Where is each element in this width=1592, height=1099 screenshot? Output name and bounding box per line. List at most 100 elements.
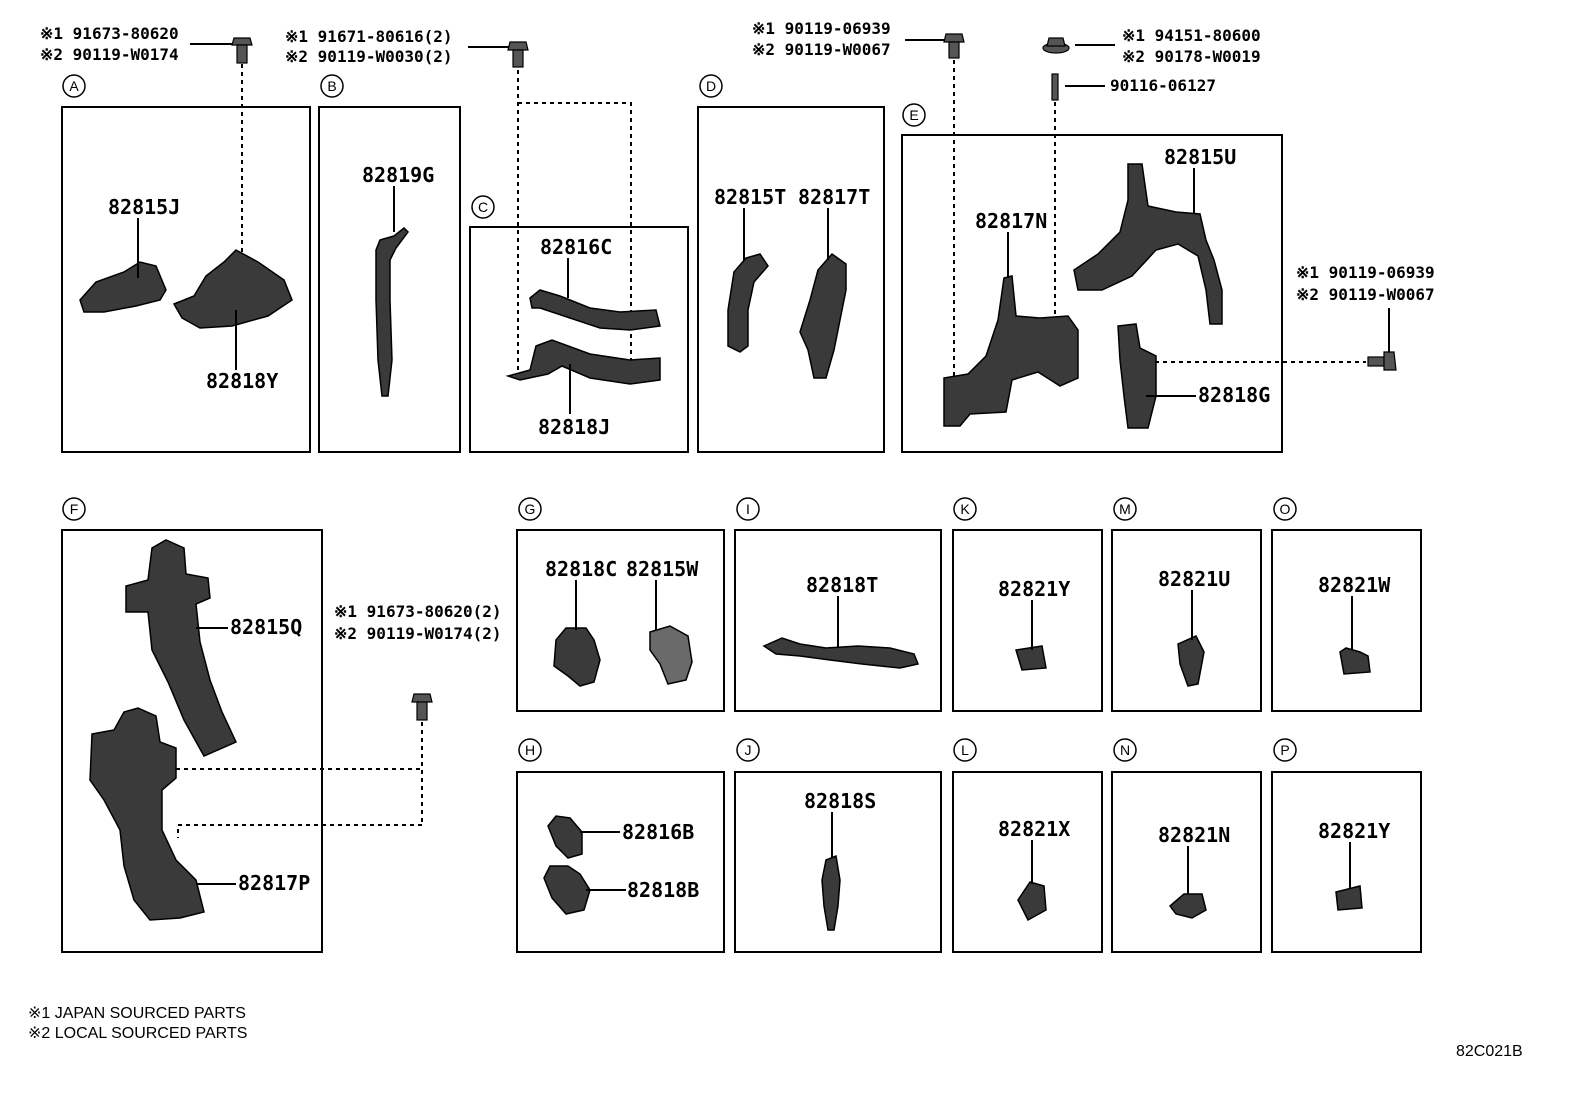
part-shape-82821y-k [1015, 645, 1047, 671]
bolt-callout-d-line2: ※2 90119-W0067 [752, 40, 891, 59]
group-marker-e: E [902, 103, 926, 127]
part-shape-82817n [943, 275, 1079, 427]
group-marker-l: L [953, 738, 977, 762]
bolt-callout-a-line2: ※2 90119-W0174 [40, 45, 179, 64]
part-shape-82816b [547, 815, 583, 859]
svg-text:H: H [525, 742, 535, 758]
svg-text:B: B [327, 78, 336, 94]
legend-note-local: ※2 LOCAL SOURCED PARTS [28, 1025, 247, 1042]
part-shape-82818y [172, 249, 293, 329]
part-label-82815t: 82815T [714, 185, 786, 209]
group-marker-k: K [953, 497, 977, 521]
part-label-82818g: 82818G [1198, 383, 1270, 407]
part-label-82818y: 82818Y [206, 369, 278, 393]
bolt-callout-e-side-line2: ※2 90119-W0067 [1296, 285, 1435, 304]
bolt-icon-d [943, 33, 965, 59]
group-box-j [734, 771, 942, 953]
bolt-icon-b [507, 41, 529, 68]
group-box-n [1111, 771, 1262, 953]
part-label-82815q: 82815Q [230, 615, 302, 639]
part-shape-82821n [1168, 893, 1207, 919]
part-shape-82819g [375, 226, 409, 397]
group-marker-m: M [1113, 497, 1137, 521]
nut-icon-e [1042, 37, 1070, 54]
part-shape-82818g [1117, 323, 1157, 429]
part-shape-82821x [1017, 881, 1047, 922]
part-shape-82817t [799, 252, 847, 379]
part-shape-82817p [89, 707, 205, 921]
bolt-callout-b-line1: ※1 91671-80616(2) [285, 27, 453, 46]
part-label-82816c: 82816C [540, 235, 612, 259]
part-shape-82816c [529, 289, 661, 331]
group-box-d [697, 106, 885, 453]
part-shape-82821u [1177, 635, 1205, 687]
part-label-82818t: 82818T [806, 573, 878, 597]
part-label-82819g: 82819G [362, 163, 434, 187]
part-shape-82815t [727, 253, 769, 353]
part-shape-82821w [1339, 647, 1371, 675]
part-shape-82821y-p [1335, 885, 1363, 911]
group-box-o [1271, 529, 1422, 712]
group-box-a [61, 106, 311, 453]
part-shape-82818j [505, 339, 661, 385]
svg-text:J: J [745, 742, 752, 758]
group-marker-b: B [320, 74, 344, 98]
figure-code: 82C021B [1456, 1043, 1523, 1060]
bolt-icon-e-side [1367, 351, 1397, 371]
svg-text:E: E [909, 107, 918, 123]
group-marker-f: F [62, 497, 86, 521]
part-shape-82818c [553, 627, 601, 687]
bolt-callout-b-line2: ※2 90119-W0030(2) [285, 47, 453, 66]
part-label-82815w: 82815W [626, 557, 699, 581]
group-marker-c: C [471, 195, 495, 219]
part-shape-82815w [649, 625, 693, 685]
group-marker-h: H [518, 738, 542, 762]
part-label-82815u: 82815U [1164, 145, 1236, 169]
part-shape-82815q [125, 539, 238, 757]
group-box-m [1111, 529, 1262, 712]
part-label-82817p: 82817P [238, 871, 310, 895]
svg-text:O: O [1280, 501, 1291, 517]
group-marker-o: O [1273, 497, 1297, 521]
group-box-h [516, 771, 725, 953]
group-marker-a: A [62, 74, 86, 98]
bolt-callout-d-line1: ※1 90119-06939 [752, 19, 891, 38]
group-marker-i: I [736, 497, 760, 521]
part-shape-82815u [1073, 163, 1223, 325]
part-label-82821y-k: 82821Y [998, 577, 1070, 601]
svg-text:M: M [1119, 501, 1131, 517]
part-shape-82818t [762, 637, 920, 669]
bolt-icon-a [231, 37, 253, 64]
part-label-82821u: 82821U [1158, 567, 1230, 591]
bolt-callout-f-line1: ※1 91673-80620(2) [334, 602, 502, 621]
part-label-82821n: 82821N [1158, 823, 1230, 847]
stud-callout-e: 90116-06127 [1110, 76, 1216, 95]
svg-text:C: C [478, 199, 488, 215]
svg-text:A: A [69, 78, 79, 94]
svg-text:F: F [70, 501, 79, 517]
group-box-e [901, 134, 1283, 453]
svg-text:I: I [746, 501, 750, 517]
group-box-p [1271, 771, 1422, 953]
group-marker-j: J [736, 738, 760, 762]
part-shape-82815j [79, 261, 167, 313]
svg-text:K: K [960, 501, 970, 517]
svg-text:G: G [525, 501, 536, 517]
part-label-82817t: 82817T [798, 185, 870, 209]
group-box-k [952, 529, 1103, 712]
svg-text:D: D [706, 78, 716, 94]
group-marker-g: G [518, 497, 542, 521]
group-box-l [952, 771, 1103, 953]
part-label-82818j: 82818J [538, 415, 610, 439]
group-box-f [61, 529, 323, 953]
part-shape-82818s [821, 854, 841, 931]
group-box-g [516, 529, 725, 712]
group-marker-p: P [1273, 738, 1297, 762]
svg-text:L: L [961, 742, 969, 758]
group-box-i [734, 529, 942, 712]
part-label-82821y-p: 82821Y [1318, 819, 1390, 843]
group-box-c [469, 226, 689, 453]
bolt-callout-e-side-line1: ※1 90119-06939 [1296, 263, 1435, 282]
part-label-82818b: 82818B [627, 878, 699, 902]
